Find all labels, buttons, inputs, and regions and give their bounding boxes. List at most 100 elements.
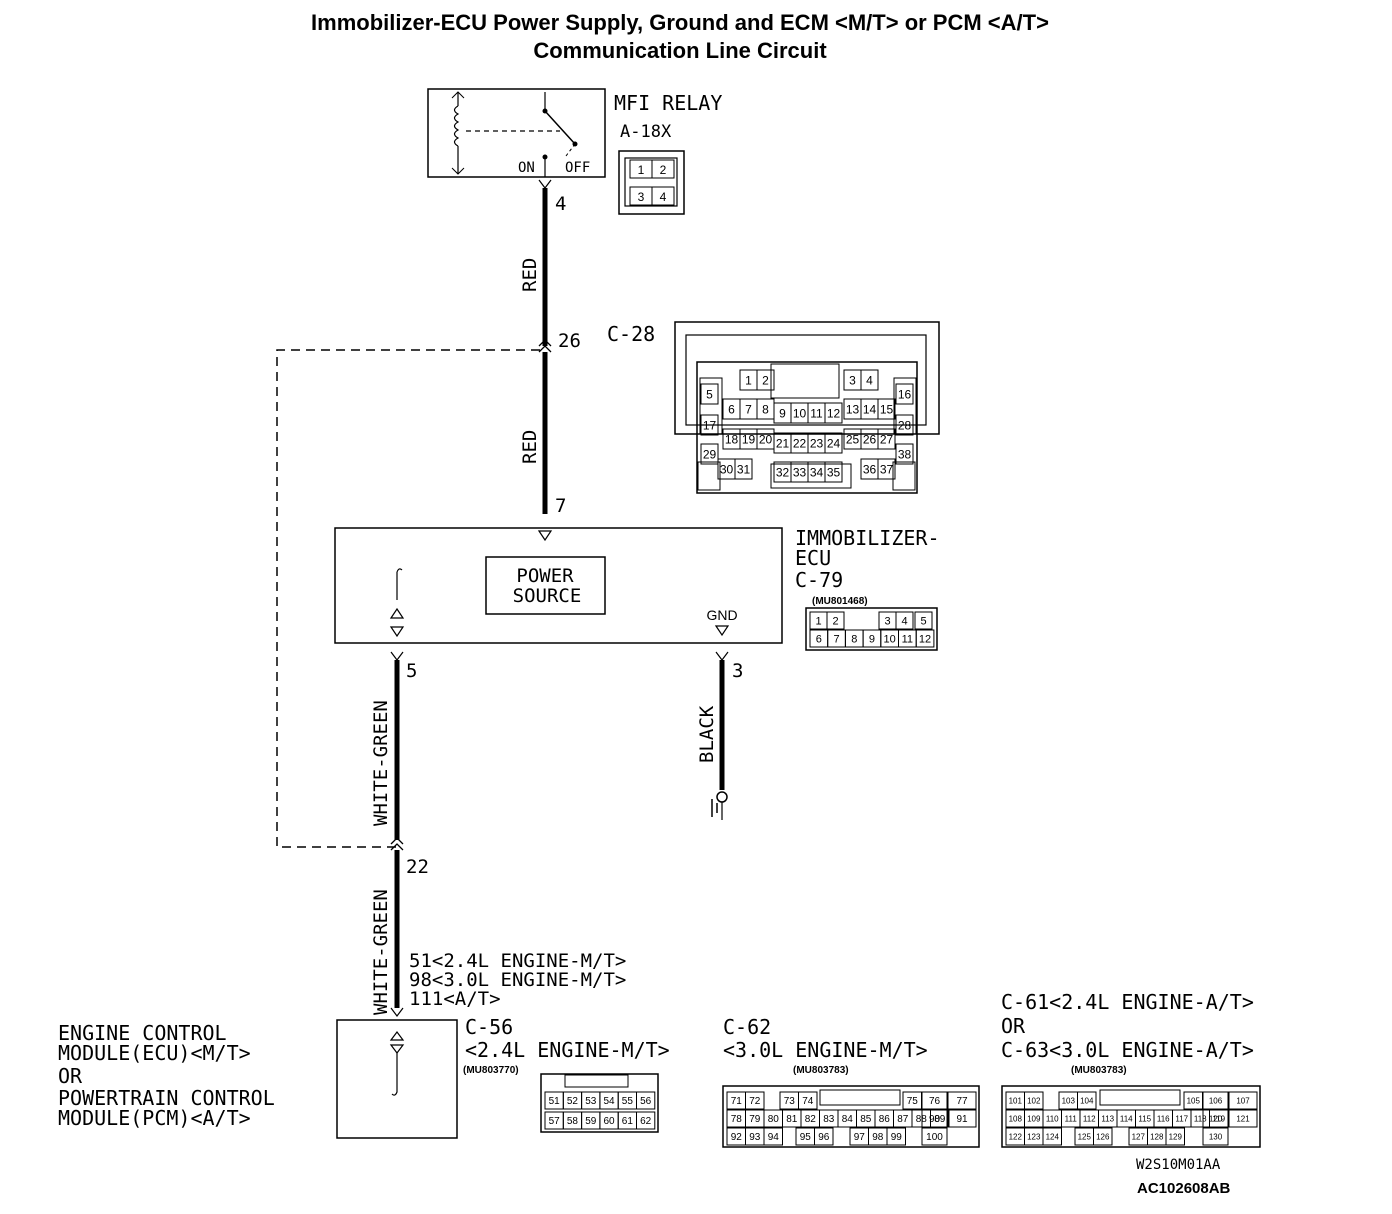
c61-pin-label: 130 (1209, 1132, 1223, 1141)
c62-pin-label: 85 (860, 1114, 872, 1125)
c61-pin-label: 129 (1169, 1132, 1183, 1141)
junction_connector-pin-cell (700, 443, 719, 465)
ecm-pin-label-2: 98<3.0L ENGINE-M/T> (409, 969, 626, 991)
c62-pin-label: 74 (802, 1096, 814, 1107)
immobilizer-pin-label: 4 (901, 615, 907, 627)
diagram-title-line2: Communication Line Circuit (533, 38, 827, 63)
c62-pin-label: 99 (891, 1132, 903, 1143)
junction_connector-pin-cell (877, 428, 896, 450)
junction-pin-22-label: 22 (406, 856, 429, 878)
c62-pin-label: 81 (786, 1114, 798, 1125)
junction_connector-pin-label: 7 (745, 402, 752, 416)
c61-pin-cell (1202, 1127, 1229, 1146)
ecm-pin-label-1: 51<2.4L ENGINE-M/T> (409, 950, 626, 972)
immobilizer-pin-label: 10 (884, 633, 896, 645)
ecu-power-pin-label: 7 (555, 495, 566, 517)
c61-pin-label: 125 (1078, 1132, 1092, 1141)
immobilizer-connector-id: C-79 (795, 568, 843, 592)
immobilizer-part-number: (MU801468) (812, 596, 868, 607)
junction_connector-pin-label: 28 (898, 418, 912, 432)
junction_connector-pin-label: 29 (703, 447, 717, 461)
immobilizer-pin-cell (895, 611, 914, 630)
junction_connector-pin-label: 6 (728, 402, 735, 416)
junction_connector-pin-cell (700, 414, 719, 436)
c62-pin-cell (763, 1127, 783, 1146)
c28-connector-id: C-28 (607, 322, 655, 346)
c56-pin-label: 53 (585, 1096, 597, 1107)
c62-pin-cell (798, 1091, 818, 1110)
c62-pin-label: 86 (879, 1114, 891, 1125)
ecm-label-line5: MODULE(PCM)<A/T> (58, 1106, 251, 1130)
c62-pin-label: 79 (749, 1114, 761, 1125)
immobilizer-pin-label: 8 (851, 633, 857, 645)
gnd-label: GND (706, 607, 737, 623)
c62-pin-label: 90 (929, 1114, 941, 1125)
c61-pin-label: 105 (1187, 1096, 1201, 1105)
relay-connector-face: 1 2 3 4 (618, 150, 685, 215)
junction_connector-pin-cell (877, 458, 896, 480)
c62-pin-label: 98 (872, 1132, 884, 1143)
c56-pin-label: 61 (622, 1116, 634, 1127)
c62-pin-cell (947, 1091, 977, 1110)
c61-pin-label: 118 (1194, 1114, 1207, 1123)
junction_connector-pin-label: 15 (880, 402, 894, 416)
immobilizer-pin-label: 9 (869, 633, 875, 645)
ecm-pin-label-3: 111<A/T> (409, 988, 501, 1010)
red-wire-label-2: RED (519, 430, 541, 464)
figure-code: AC102608AB (1137, 1180, 1231, 1197)
mfi-relay (427, 88, 606, 178)
junction_connector-pin-cell (824, 432, 843, 454)
c61-pin-label: 108 (1009, 1114, 1023, 1123)
ecm-box (336, 1019, 458, 1139)
junction_connector-pin-label: 26 (863, 432, 877, 446)
red-wire (537, 179, 553, 542)
relay-pin-1: 1 (638, 163, 645, 177)
red-wire-label-1: RED (519, 258, 541, 292)
white-green-wire (390, 651, 404, 1017)
c61-pin-label: 111 (1065, 1114, 1078, 1123)
c61-pin-label: 116 (1157, 1114, 1170, 1123)
c61-connector-face (1001, 1085, 1261, 1148)
c61-pin-label: 101 (1009, 1096, 1023, 1105)
c62-pin-label: 78 (731, 1114, 743, 1125)
c62-pin-label: 75 (907, 1096, 919, 1107)
joint-connector-dashed-box (276, 349, 540, 848)
junction_connector-pin-cell (895, 414, 914, 436)
c62-pin-label: 91 (956, 1114, 968, 1125)
c61-pin-cell (1202, 1091, 1229, 1110)
junction_connector-pin-label: 31 (737, 462, 751, 476)
c62-pin-label: 73 (784, 1096, 796, 1107)
c61-pin-cell (1024, 1091, 1044, 1110)
c61-pin-cell (1042, 1127, 1062, 1146)
junction_connector-pin-label: 32 (776, 465, 790, 479)
c56-pin-label: 54 (603, 1096, 615, 1107)
c62-pin-label: 100 (926, 1132, 943, 1143)
junction_connector-pin-label: 34 (810, 465, 824, 479)
c62-pin-label: 71 (731, 1096, 743, 1107)
c62-pin-cell (745, 1091, 765, 1110)
c62-pin-cell (886, 1127, 906, 1146)
c28-connector-face (674, 321, 940, 494)
junction_connector-pin-label: 30 (720, 462, 734, 476)
junction_connector-pin-label: 33 (793, 465, 807, 479)
c56-pin-label: 62 (640, 1116, 652, 1127)
junction_connector-pin-label: 37 (880, 462, 894, 476)
c61-pin-cell (1228, 1091, 1258, 1110)
c61-pin-label: 119 (1212, 1114, 1225, 1123)
immobilizer-pin-label: 12 (919, 633, 931, 645)
immobilizer-pin-label: 6 (816, 633, 822, 645)
immobilizer-name-line1: IMMOBILIZER- (795, 526, 940, 550)
relay-pin-3: 3 (638, 190, 645, 204)
c61-label-line1: C-61<2.4L ENGINE-A/T> (1001, 990, 1254, 1014)
c61-pin-cell (1202, 1109, 1229, 1128)
c61-pin-label: 122 (1009, 1132, 1023, 1141)
junction_connector-pin-label: 13 (846, 402, 860, 416)
junction_connector-pin-label: 9 (779, 406, 786, 420)
c61-pin-cell (1228, 1109, 1258, 1128)
c56-pin-label: 51 (549, 1096, 561, 1107)
c62-pin-cell (921, 1109, 948, 1128)
c62-pin-label: 96 (818, 1132, 830, 1143)
junction_connector-pin-label: 20 (759, 432, 773, 446)
